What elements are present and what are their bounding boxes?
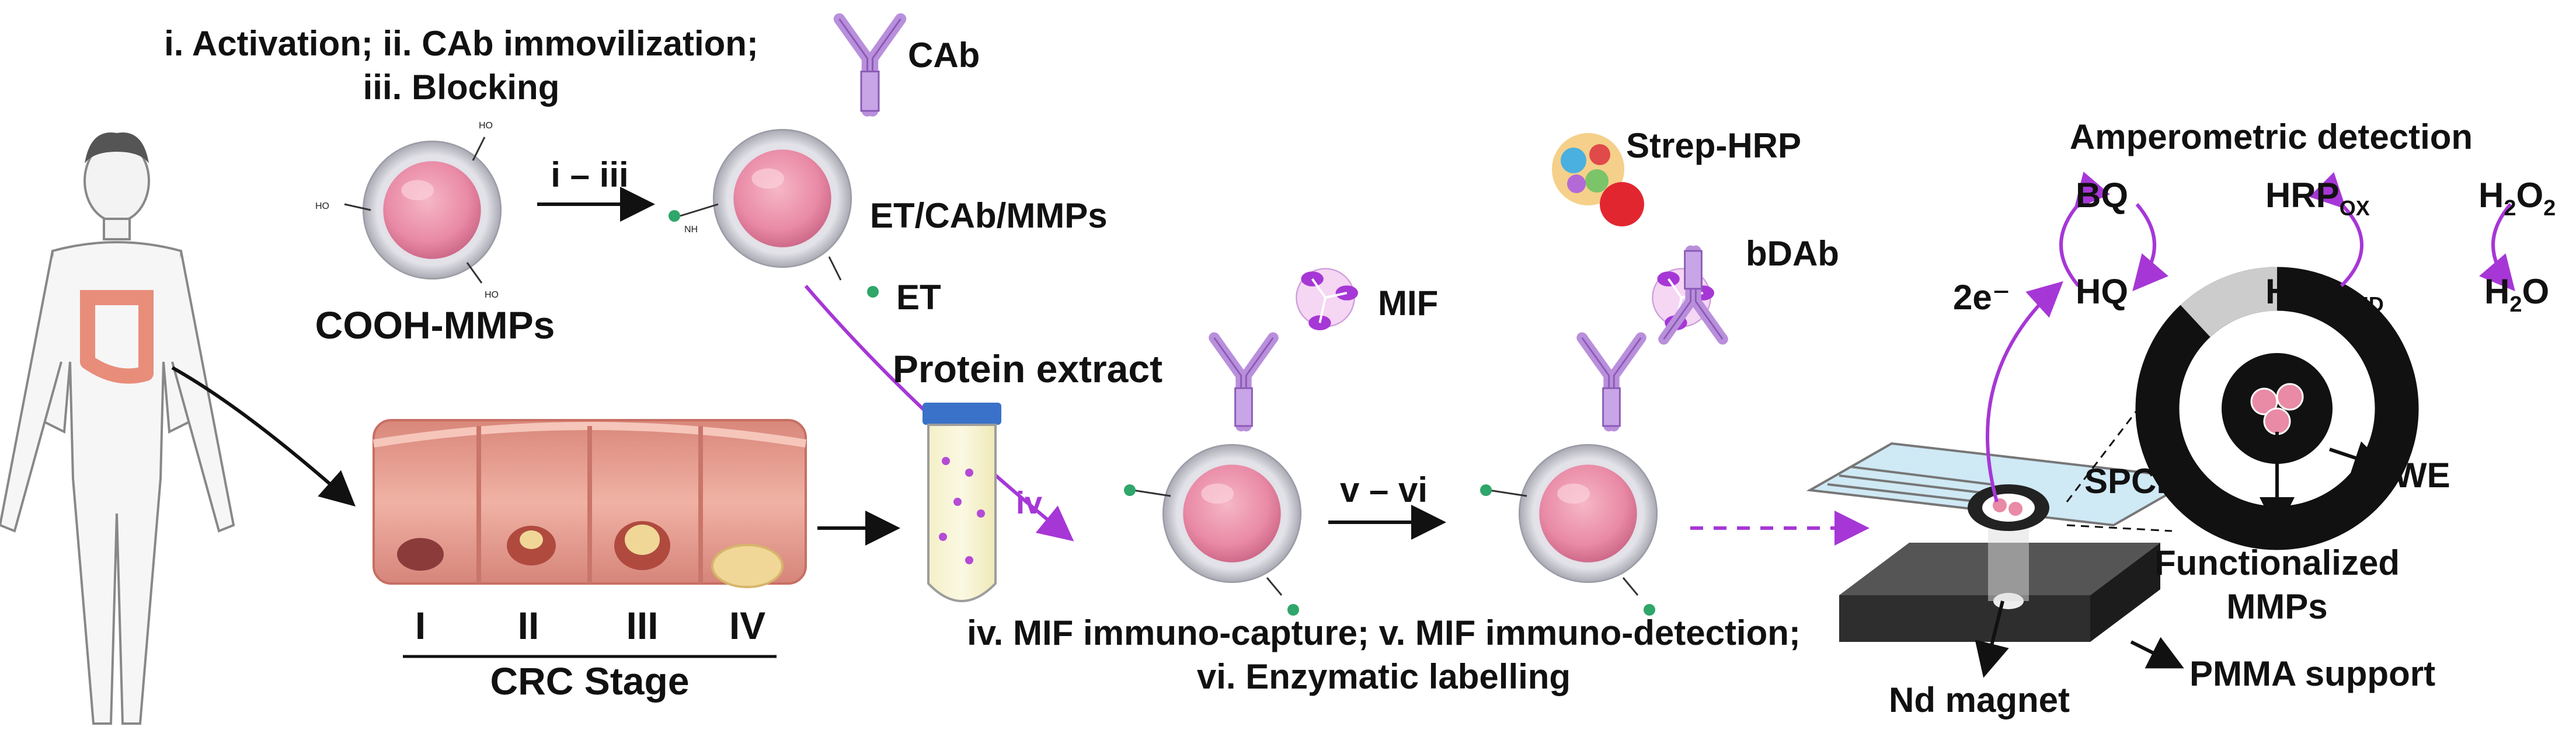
et-label: ET <box>896 278 941 317</box>
electron-transfer-arrow <box>1986 281 2063 502</box>
we-label: WE <box>2394 456 2450 495</box>
crc-stage-title: CRC Stage <box>490 659 689 703</box>
steps-bottom-line1: iv. MIF immuno-capture; v. MIF immuno-de… <box>967 613 1801 652</box>
arrow-i-iii-label: i – iii <box>551 155 628 194</box>
cab-label: CAb <box>908 36 980 75</box>
stage-iii: III <box>626 604 658 647</box>
steps-bottom-line2: vi. Enzymatic labelling <box>1197 657 1571 696</box>
cooh-mmps-label: COOH-MMPs <box>315 303 555 347</box>
amperometric-title: Amperometric detection <box>2070 117 2473 156</box>
stage-i: I <box>415 604 426 647</box>
protein-extract-tube <box>923 403 1001 602</box>
capture-bead <box>1124 338 1302 616</box>
spce-electrode <box>1806 442 2199 531</box>
strep-hrp-enzyme <box>1552 133 1644 226</box>
h2o-label: H2O <box>2484 272 2549 317</box>
svg-text:NH: NH <box>684 225 698 235</box>
hq-label: HQ <box>2076 272 2128 311</box>
redox-cycle <box>2059 172 2515 292</box>
functionalized-label-1: Functionalized <box>2154 543 2400 582</box>
h2o2-label: H2O2 <box>2478 176 2556 221</box>
et-cab-mmps-label: ET/CAb/MMPs <box>870 196 1108 235</box>
crc-stage-axis: I II III IV CRC Stage <box>403 604 777 703</box>
bdab-label: bDAb <box>1746 234 1839 273</box>
patient-to-colon-arrow <box>171 366 356 507</box>
svg-text:HO: HO <box>315 201 329 211</box>
svg-text:HO: HO <box>485 290 499 300</box>
colon-tissue <box>373 419 807 588</box>
pmma-label: PMMA support <box>2189 654 2435 693</box>
protein-extract-label: Protein extract <box>893 347 1162 390</box>
mif-label: MIF <box>1378 284 1438 323</box>
strep-hrp-label: Strep-HRP <box>1626 126 1801 165</box>
mif-molecule <box>1296 268 1358 330</box>
stage-iv: IV <box>729 604 765 647</box>
functionalized-label-2: MMPs <box>2226 587 2327 626</box>
iv-marker: iv <box>1016 485 1042 521</box>
hrp-red-label: HRPRED <box>2265 272 2384 316</box>
hrp-ox-label: HRPOX <box>2265 176 2370 220</box>
bq-label: BQ <box>2076 176 2128 215</box>
steps-top-line2: iii. Blocking <box>363 68 560 107</box>
electrons-label: 2e⁻ <box>1953 278 2010 317</box>
human-figure <box>0 132 235 725</box>
svg-text:HO: HO <box>479 121 493 131</box>
nd-magnet-label: Nd magnet <box>1889 680 2070 719</box>
stage-ii: II <box>518 604 539 647</box>
steps-top-line1: i. Activation; ii. CAb immovilization; <box>164 24 758 63</box>
et-cab-mmp-bead: NH <box>669 19 901 298</box>
cooh-mmp-bead: HO HO HO <box>315 121 502 300</box>
detection-bead <box>1480 338 1658 616</box>
arrow-v-vi-label: v – vi <box>1340 470 1428 509</box>
